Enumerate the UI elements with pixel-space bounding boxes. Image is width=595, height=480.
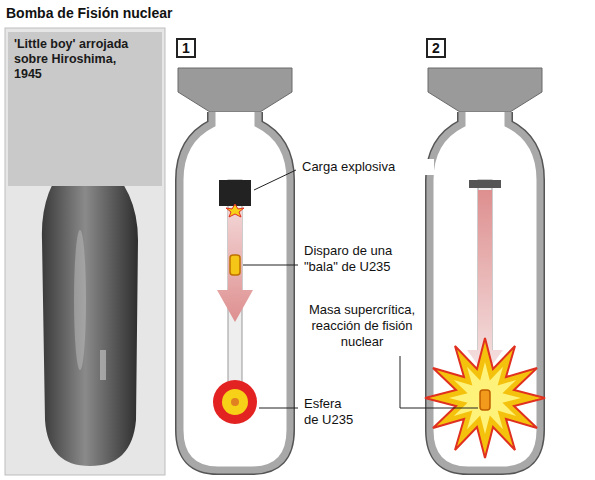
panel-number: 1 xyxy=(176,38,196,58)
bomb-highlight xyxy=(74,230,86,370)
panel-number-text: 2 xyxy=(432,40,440,56)
spent-charge xyxy=(469,180,501,188)
leader-line xyxy=(400,356,478,408)
ignition-spark xyxy=(226,204,244,217)
bomb-photo-body xyxy=(42,160,138,466)
leader-line xyxy=(254,170,296,190)
part-label: Disparo de una "bala" de U235 xyxy=(302,243,416,275)
caption-text: 'Little boy' arrojada sobre Hiroshima, 1… xyxy=(14,37,132,82)
uranium-sphere xyxy=(213,380,257,424)
explosive-charge xyxy=(219,180,251,206)
bomb-tail-fin xyxy=(428,68,542,112)
photo-panel xyxy=(5,28,165,475)
part-label: Esfera de U235 xyxy=(302,396,359,428)
explosion-burst xyxy=(425,338,545,458)
uranium-sphere xyxy=(231,398,239,406)
uranium-sphere xyxy=(222,389,248,415)
bomb-tail-fin xyxy=(178,68,292,112)
part-label: Carga explosiva xyxy=(300,159,434,175)
explosion-core xyxy=(449,362,521,434)
bomb-highlight xyxy=(100,350,106,380)
panel-number: 2 xyxy=(426,38,446,58)
supercritical-mass xyxy=(480,390,490,410)
uranium-bullet xyxy=(230,255,240,275)
bomb-casing xyxy=(180,112,290,470)
part-label: Masa supercrítica, reacción de fisión nu… xyxy=(302,302,422,350)
diagram-title: Bomba de Fisión nuclear xyxy=(6,5,172,21)
leader-line xyxy=(259,408,298,409)
caption-band: 'Little boy' arrojada sobre Hiroshima, 1… xyxy=(8,32,162,186)
bomb-casing xyxy=(180,112,290,470)
panel-number-text: 1 xyxy=(182,40,190,56)
leader-line xyxy=(243,265,298,266)
